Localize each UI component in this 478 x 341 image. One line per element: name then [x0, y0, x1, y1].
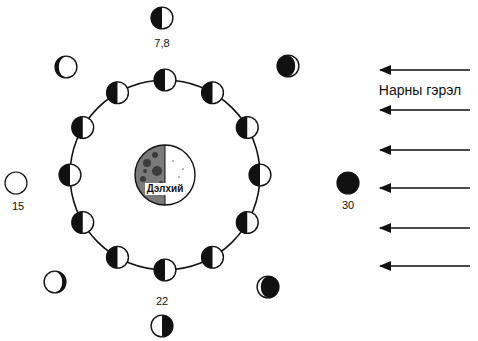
sunlight-arrow: [380, 227, 470, 228]
orbit-moon: [72, 212, 94, 234]
orbit-moon: [202, 246, 224, 268]
orbit-moon: [236, 117, 258, 139]
globe-land: [143, 169, 147, 173]
moon-disc: [154, 259, 176, 281]
moon-lit-part: [258, 277, 268, 297]
moon-disc: [202, 246, 224, 268]
moon-disc: [44, 271, 66, 293]
moon-disc: [249, 164, 271, 186]
orbit-moon: [107, 246, 129, 268]
globe-dark-half: [135, 145, 165, 205]
moon-lit-part: [70, 165, 80, 185]
day-number: 30: [342, 199, 354, 212]
orbit-moon: [72, 117, 94, 139]
moon-disc: [59, 164, 81, 186]
sunlight-arrow: [380, 265, 470, 266]
moon-disc: [257, 276, 279, 298]
day-number: 15: [12, 200, 24, 213]
moon-lit-part: [45, 272, 62, 292]
moon-lit-part: [165, 260, 175, 280]
moon-disc: [5, 172, 27, 194]
moon-disc: [236, 117, 258, 139]
sunlight-arrow: [380, 187, 470, 188]
phase-moon: [5, 172, 27, 194]
orbit-moon: [202, 82, 224, 104]
moon-lit-part: [83, 117, 93, 137]
moon-lit-part: [288, 56, 298, 76]
sunlight-arrow: [380, 149, 470, 150]
moon-lit-part: [162, 8, 172, 28]
moon-lit-part: [118, 247, 128, 267]
light-label: Нарны гэрэл: [379, 82, 461, 99]
moon-disc: [277, 55, 299, 77]
sunlight-arrow: [380, 109, 470, 110]
moon-disc: [202, 82, 224, 104]
moon-lit-part: [165, 70, 175, 90]
phase-moon: [337, 172, 359, 194]
earth-globe: Дэлхий: [134, 144, 196, 206]
day-number: 22: [156, 295, 168, 308]
day-number: 7,8: [154, 37, 169, 50]
orbit-moon: [236, 212, 258, 234]
globe-land: [178, 176, 180, 178]
globe-land: [152, 152, 158, 158]
orbit-moon: [59, 164, 81, 186]
earth-label: Дэлхий: [145, 183, 186, 195]
moon-disc: [154, 69, 176, 91]
orbit-circle: [70, 80, 260, 270]
phase-moon: [44, 271, 66, 293]
moon-lit-part: [213, 247, 223, 267]
moon-disc: [107, 246, 129, 268]
phase-moon: [257, 276, 279, 298]
moon-lit-part: [83, 212, 93, 232]
globe-land: [140, 176, 146, 182]
phase-moon: [151, 7, 173, 29]
sunlight-arrow: [380, 69, 470, 70]
moon-lit-part: [118, 83, 128, 103]
phase-moon: [55, 56, 77, 78]
moon-lit-part: [152, 316, 162, 336]
moon-disc: [107, 82, 129, 104]
phase-moon: [151, 315, 173, 337]
moon-disc: [151, 7, 173, 29]
orbit-moon: [249, 164, 271, 186]
globe-outline: [135, 145, 195, 205]
terminator-line: [165, 145, 166, 205]
moon-disc: [72, 212, 94, 234]
moon-disc: [72, 117, 94, 139]
moon-lit-part: [247, 117, 257, 137]
orbit-moon: [154, 259, 176, 281]
moon-lit-part: [213, 83, 223, 103]
phase-moon: [277, 55, 299, 77]
orbit-moon: [154, 69, 176, 91]
globe-land: [182, 168, 184, 170]
moon-lit-part: [260, 165, 270, 185]
moon-lit-part: [59, 57, 76, 77]
globe-land: [152, 166, 162, 176]
moon-disc: [55, 56, 77, 78]
orbit-moon: [107, 82, 129, 104]
moon-disc: [236, 212, 258, 234]
moon-disc: [337, 172, 359, 194]
moon-disc: [151, 315, 173, 337]
globe-land: [143, 159, 151, 167]
globe-land: [172, 160, 174, 162]
globe-drawing: [134, 144, 196, 206]
moon-lit-part: [247, 212, 257, 232]
